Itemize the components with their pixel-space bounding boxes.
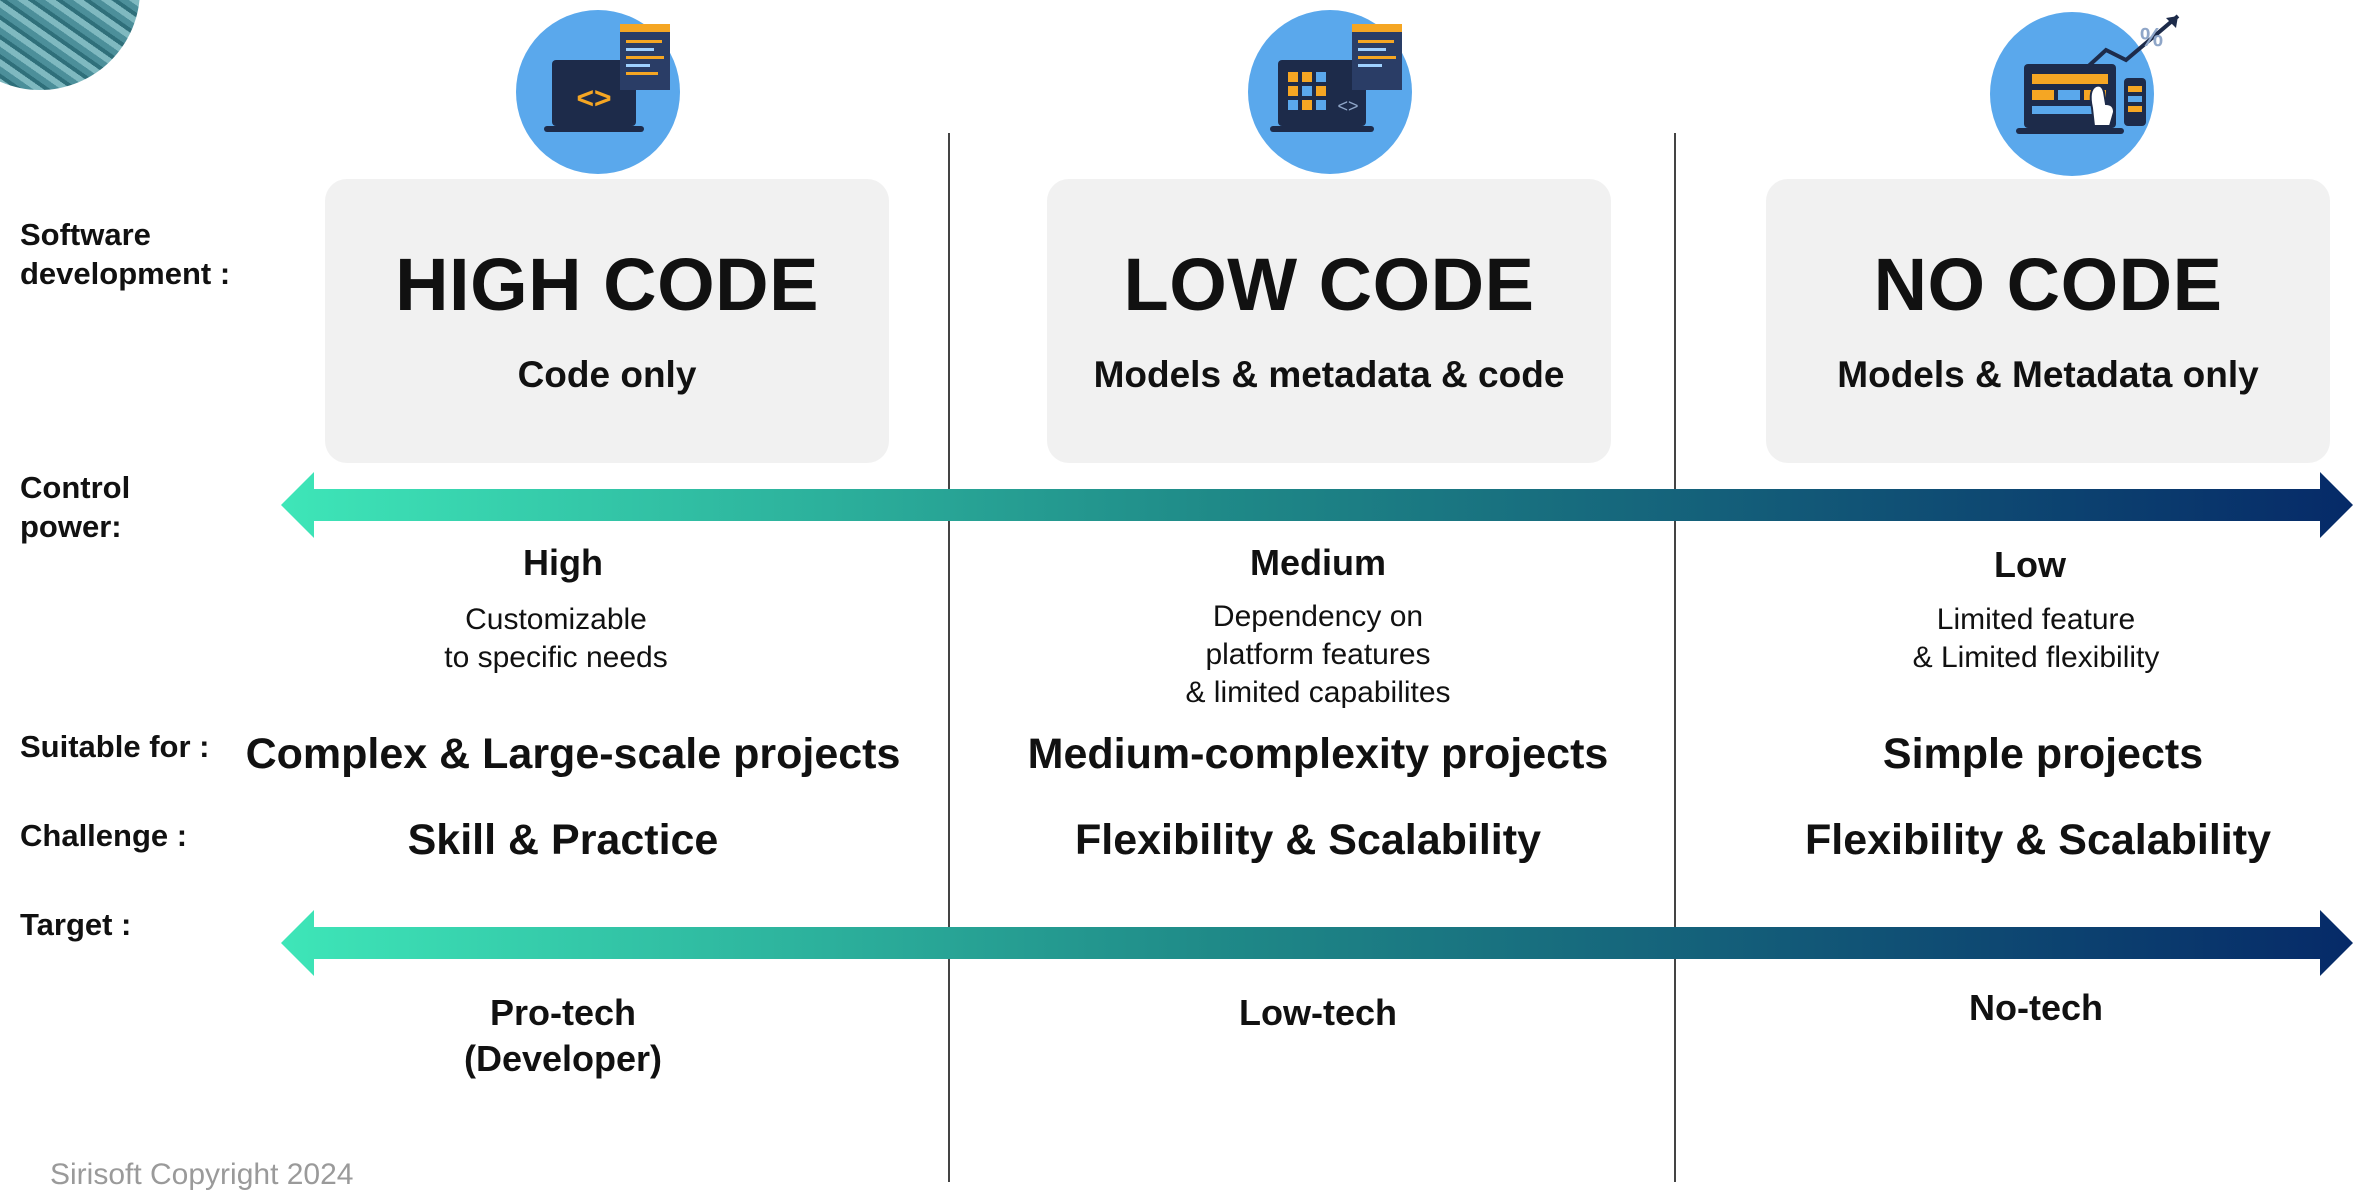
control-level-medium: Medium bbox=[1249, 542, 1386, 583]
corner-decoration bbox=[0, 0, 140, 90]
card-subtitle: Models & Metadata only bbox=[1837, 354, 2259, 395]
target-high-code: Pro-tech (Developer) bbox=[463, 992, 663, 1079]
control-power-arrow bbox=[281, 472, 2353, 538]
card-title: HIGH CODE bbox=[395, 243, 819, 326]
suitable-high-code: Complex & Large-scale projects bbox=[245, 730, 901, 778]
svg-text:<>: <> bbox=[576, 82, 611, 115]
challenge-no-code: Flexibility & Scalability bbox=[1805, 816, 2271, 864]
control-description-low-code: Dependency on platform features & limite… bbox=[1185, 600, 1451, 709]
laptop-code-icon: <> bbox=[516, 10, 680, 174]
laptop-dashboard-icon: <> bbox=[1248, 10, 1412, 174]
copyright-footer: Sirisoft Copyright 2024 bbox=[50, 1158, 354, 1191]
laptop-touch-growth-icon: % bbox=[1990, 12, 2180, 176]
svg-text:<>: <> bbox=[1337, 96, 1358, 116]
row-label-suitable-for: Suitable for : bbox=[20, 729, 210, 764]
target-low-code: Low-tech bbox=[1239, 992, 1397, 1033]
row-label-challenge: Challenge : bbox=[20, 818, 188, 853]
svg-text:%: % bbox=[2140, 22, 2163, 52]
column-divider bbox=[1674, 133, 1676, 1182]
control-level-high: High bbox=[523, 542, 603, 583]
row-label-control-power: Control power: bbox=[20, 470, 131, 544]
card-title: LOW CODE bbox=[1123, 243, 1535, 326]
card-title: NO CODE bbox=[1873, 243, 2223, 326]
row-label-target: Target : bbox=[20, 907, 132, 942]
card-low-code: LOW CODE Models & metadata & code bbox=[1047, 179, 1611, 463]
control-level-low: Low bbox=[1994, 544, 2066, 585]
challenge-low-code: Flexibility & Scalability bbox=[1075, 816, 1541, 864]
suitable-low-code: Medium-complexity projects bbox=[1027, 730, 1609, 778]
card-subtitle: Models & metadata & code bbox=[1093, 354, 1565, 395]
control-description-high-code: Customizable to specific needs bbox=[444, 603, 668, 674]
card-subtitle: Code only bbox=[517, 354, 697, 395]
card-high-code: HIGH CODE Code only bbox=[325, 179, 889, 463]
challenge-high-code: Skill & Practice bbox=[407, 816, 719, 864]
control-description-no-code: Limited feature & Limited flexibility bbox=[1912, 603, 2160, 674]
card-no-code: NO CODE Models & Metadata only bbox=[1766, 179, 2330, 463]
column-divider bbox=[948, 133, 950, 1182]
target-no-code: No-tech bbox=[1969, 987, 2103, 1028]
target-arrow bbox=[281, 910, 2353, 976]
row-label-software-development: Software development : bbox=[20, 217, 231, 291]
suitable-no-code: Simple projects bbox=[1882, 730, 2204, 778]
